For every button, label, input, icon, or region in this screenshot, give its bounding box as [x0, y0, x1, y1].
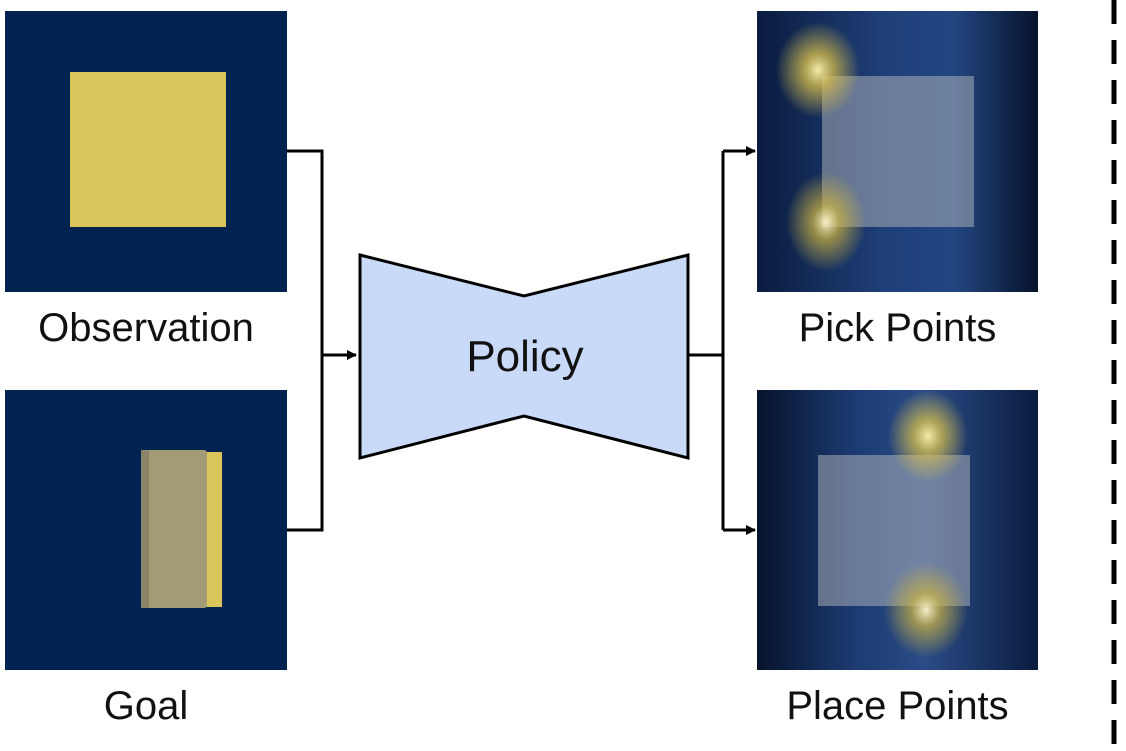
goal-cloth-back: [204, 452, 222, 607]
goal-panel: [5, 390, 287, 670]
pick-points-label: Pick Points: [798, 306, 997, 350]
observation-cloth: [70, 72, 226, 227]
pick-heat-top: [776, 22, 860, 118]
place-heat-top: [888, 390, 968, 482]
pick-heat-bottom: [786, 172, 866, 272]
policy-label: Policy: [466, 332, 584, 381]
goal-cloth-edge: [141, 450, 149, 608]
input-connectors: [287, 149, 357, 532]
observation-label: Observation: [38, 306, 254, 350]
output-connectors: [688, 146, 756, 535]
goal-label: Goal: [103, 684, 189, 728]
place-heat-bottom: [884, 562, 968, 658]
policy-network-shape: [358, 253, 690, 460]
observation-panel: [5, 11, 287, 292]
place-points-label: Place Points: [786, 684, 1009, 728]
pick-points-panel: [757, 11, 1038, 292]
goal-cloth-front: [141, 450, 207, 608]
place-points-panel: [757, 390, 1038, 670]
